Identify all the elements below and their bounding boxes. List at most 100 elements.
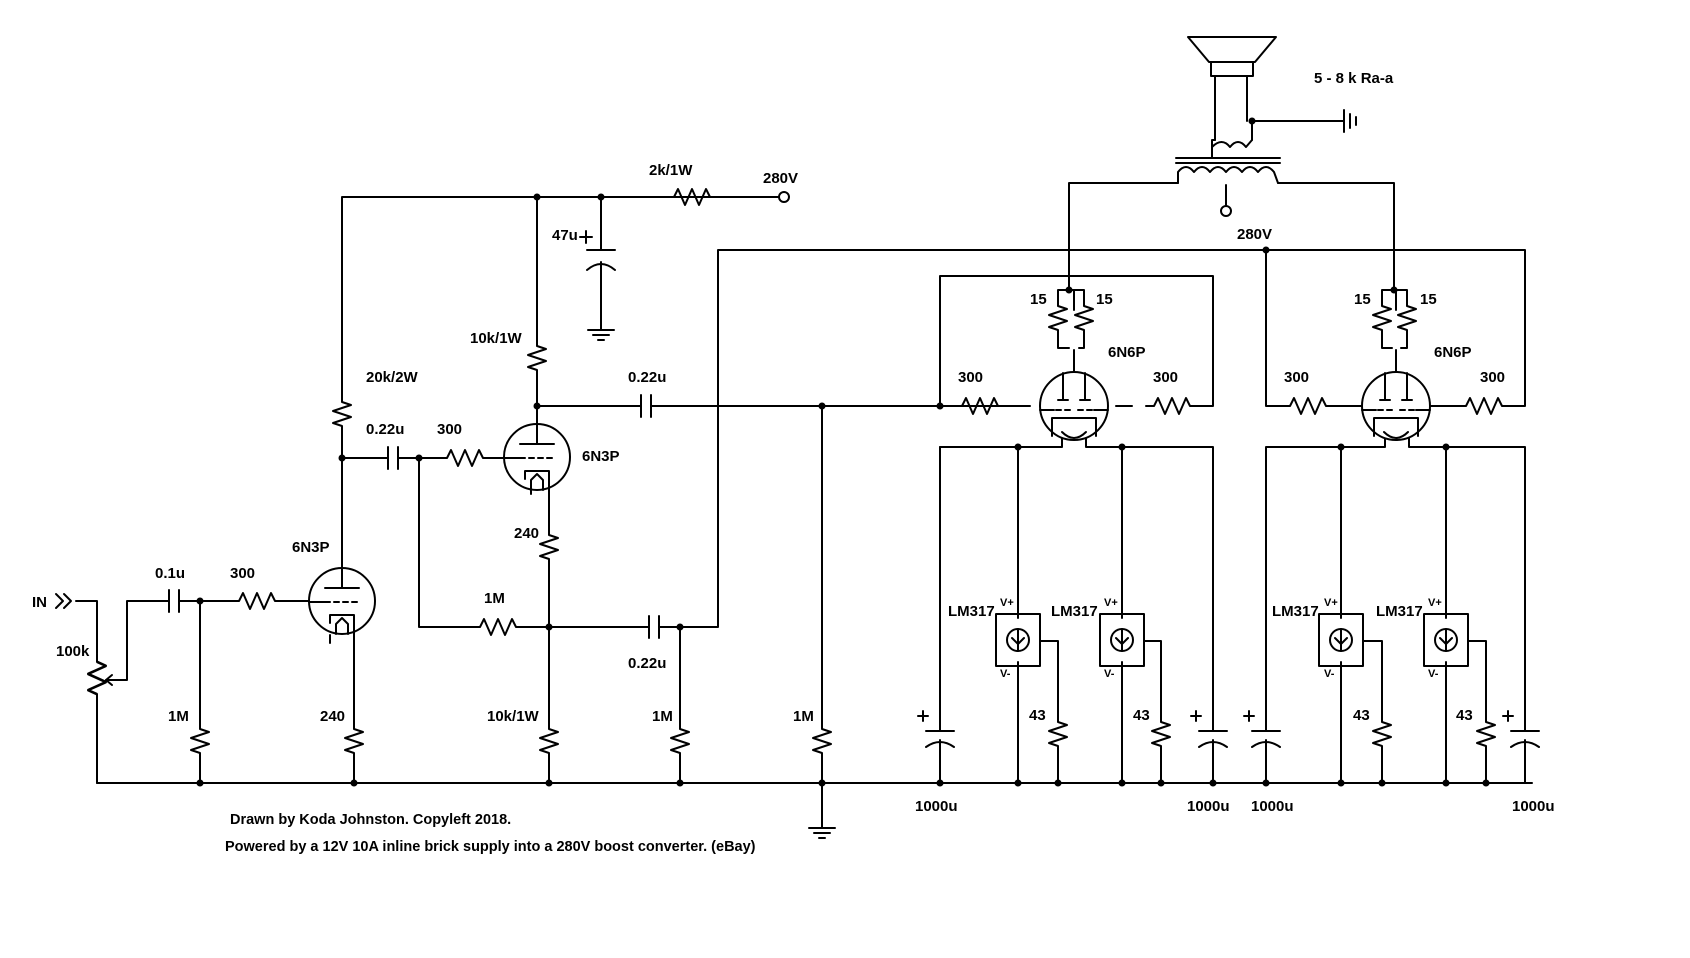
grid-resistor-6-label: 300 bbox=[1480, 369, 1505, 386]
cathode-load-resistor bbox=[539, 722, 559, 760]
output-tube-1-label: 6N6P bbox=[1108, 344, 1146, 361]
grid-resistor-6 bbox=[1457, 397, 1511, 415]
bypass-capacitor-2 bbox=[1190, 710, 1228, 759]
coupling-capacitor-1-label: 0.22u bbox=[366, 421, 404, 438]
screen-resistor-1b bbox=[1074, 299, 1094, 337]
cathode-resistor-1-label: 240 bbox=[320, 708, 345, 725]
ground-icon bbox=[1343, 109, 1357, 133]
regulator-4 bbox=[1423, 613, 1469, 667]
supply-terminal-icon bbox=[778, 191, 790, 203]
regulator-2-vplus: V+ bbox=[1104, 597, 1118, 609]
set-resistor-4 bbox=[1476, 715, 1496, 753]
bypass-capacitor-4-label: 1000u bbox=[1512, 798, 1555, 815]
speaker-note: 5 - 8 k Ra-a bbox=[1314, 70, 1394, 87]
plate-resistor-1 bbox=[332, 395, 352, 433]
cathode-resistor-1 bbox=[344, 722, 364, 760]
plate-resistor-1-label: 20k/2W bbox=[366, 369, 419, 386]
set-resistor-4-label: 43 bbox=[1456, 707, 1473, 724]
screen-resistor-2a-label: 15 bbox=[1354, 291, 1371, 308]
input-capacitor-label: 0.1u bbox=[155, 565, 185, 582]
grid-resistor-4-label: 300 bbox=[1153, 369, 1178, 386]
regulator-3 bbox=[1318, 613, 1364, 667]
ground-icon bbox=[808, 817, 836, 839]
filter-capacitor-label: 47u bbox=[552, 227, 578, 244]
grid-resistor-1 bbox=[230, 592, 284, 610]
output-capacitor-upper-label: 0.22u bbox=[628, 369, 666, 386]
tube-1-label: 6N3P bbox=[292, 539, 330, 556]
output-capacitor-lower-label: 0.22u bbox=[628, 655, 666, 672]
credit-line-2: Powered by a 12V 10A inline brick supply… bbox=[225, 839, 756, 855]
plate-resistor-2-label: 10k/1W bbox=[470, 330, 523, 347]
regulator-3-vplus: V+ bbox=[1324, 597, 1338, 609]
output-capacitor-upper bbox=[629, 394, 663, 418]
bypass-capacitor-3-label: 1000u bbox=[1251, 798, 1294, 815]
feedback-resistor-label: 1M bbox=[484, 590, 505, 607]
pot-label: 100k bbox=[56, 643, 90, 660]
bypass-capacitor-4 bbox=[1502, 710, 1540, 759]
regulator-1 bbox=[995, 613, 1041, 667]
regulator-2 bbox=[1099, 613, 1145, 667]
feedback-resistor bbox=[471, 618, 525, 636]
input-grid-resistor-label: 1M bbox=[168, 708, 189, 725]
grid-resistor-5 bbox=[1281, 397, 1335, 415]
filter-capacitor bbox=[579, 230, 616, 273]
bias-1m-resistor-label: 1M bbox=[793, 708, 814, 725]
set-resistor-2-label: 43 bbox=[1133, 707, 1150, 724]
grid-resistor-2-label: 300 bbox=[437, 421, 462, 438]
screen-resistor-2b bbox=[1397, 299, 1417, 337]
lower-1m-resistor-label: 1M bbox=[652, 708, 673, 725]
tube-1 bbox=[308, 567, 376, 635]
input-jack-icon bbox=[55, 593, 72, 609]
bypass-capacitor-2-label: 1000u bbox=[1187, 798, 1230, 815]
screen-resistor-2b-label: 15 bbox=[1420, 291, 1437, 308]
regulator-4-vplus: V+ bbox=[1428, 597, 1442, 609]
regulator-2-label: LM317 bbox=[1051, 603, 1098, 620]
supply-resistor-label: 2k/1W bbox=[649, 162, 693, 179]
regulator-3-label: LM317 bbox=[1272, 603, 1319, 620]
plate-resistor-2 bbox=[527, 339, 547, 377]
set-resistor-3-label: 43 bbox=[1353, 707, 1370, 724]
set-resistor-1 bbox=[1048, 715, 1068, 753]
cathode-resistor-2 bbox=[539, 528, 559, 566]
tube-2-label: 6N3P bbox=[582, 448, 620, 465]
ground-icon bbox=[587, 319, 615, 341]
set-resistor-3 bbox=[1372, 715, 1392, 753]
lower-1m-resistor bbox=[670, 722, 690, 760]
junction-dots bbox=[196, 117, 1490, 787]
supply-rail-label: 280V bbox=[1237, 226, 1272, 243]
regulator-1-vplus: V+ bbox=[1000, 597, 1014, 609]
set-resistor-1-label: 43 bbox=[1029, 707, 1046, 724]
screen-resistor-1b-label: 15 bbox=[1096, 291, 1113, 308]
output-capacitor-lower bbox=[637, 615, 671, 639]
input-label: IN bbox=[32, 594, 47, 611]
cathode-resistor-2-label: 240 bbox=[514, 525, 539, 542]
screen-resistor-1a bbox=[1048, 299, 1068, 337]
bypass-capacitor-1-label: 1000u bbox=[915, 798, 958, 815]
grid-resistor-5-label: 300 bbox=[1284, 369, 1309, 386]
regulator-1-vminus: V- bbox=[1000, 668, 1011, 680]
components bbox=[55, 36, 1540, 839]
credit-line-1: Drawn by Koda Johnston. Copyleft 2018. bbox=[230, 812, 511, 828]
speaker-icon bbox=[1187, 36, 1277, 141]
wiring bbox=[75, 120, 1533, 811]
grid-resistor-1-label: 300 bbox=[230, 565, 255, 582]
grid-resistor-3-label: 300 bbox=[958, 369, 983, 386]
grid-resistor-2 bbox=[438, 449, 492, 467]
labels: IN 100k 0.1u 300 1M 6N3P 240 20k/2W 0.22… bbox=[32, 70, 1555, 855]
supply-top-label: 280V bbox=[763, 170, 798, 187]
bypass-capacitor-3 bbox=[1243, 710, 1281, 759]
regulator-3-vminus: V- bbox=[1324, 668, 1335, 680]
output-tube-2-label: 6N6P bbox=[1434, 344, 1472, 361]
grid-resistor-4 bbox=[1145, 397, 1199, 415]
tube-2 bbox=[503, 423, 571, 491]
bias-1m-resistor bbox=[812, 722, 832, 760]
set-resistor-2 bbox=[1151, 715, 1171, 753]
input-grid-resistor bbox=[190, 722, 210, 760]
volume-potentiometer bbox=[86, 652, 127, 704]
regulator-4-vminus: V- bbox=[1428, 668, 1439, 680]
output-tube-1 bbox=[1039, 371, 1109, 441]
screen-resistor-1a-label: 15 bbox=[1030, 291, 1047, 308]
regulator-4-label: LM317 bbox=[1376, 603, 1423, 620]
coupling-capacitor-1 bbox=[376, 446, 410, 470]
